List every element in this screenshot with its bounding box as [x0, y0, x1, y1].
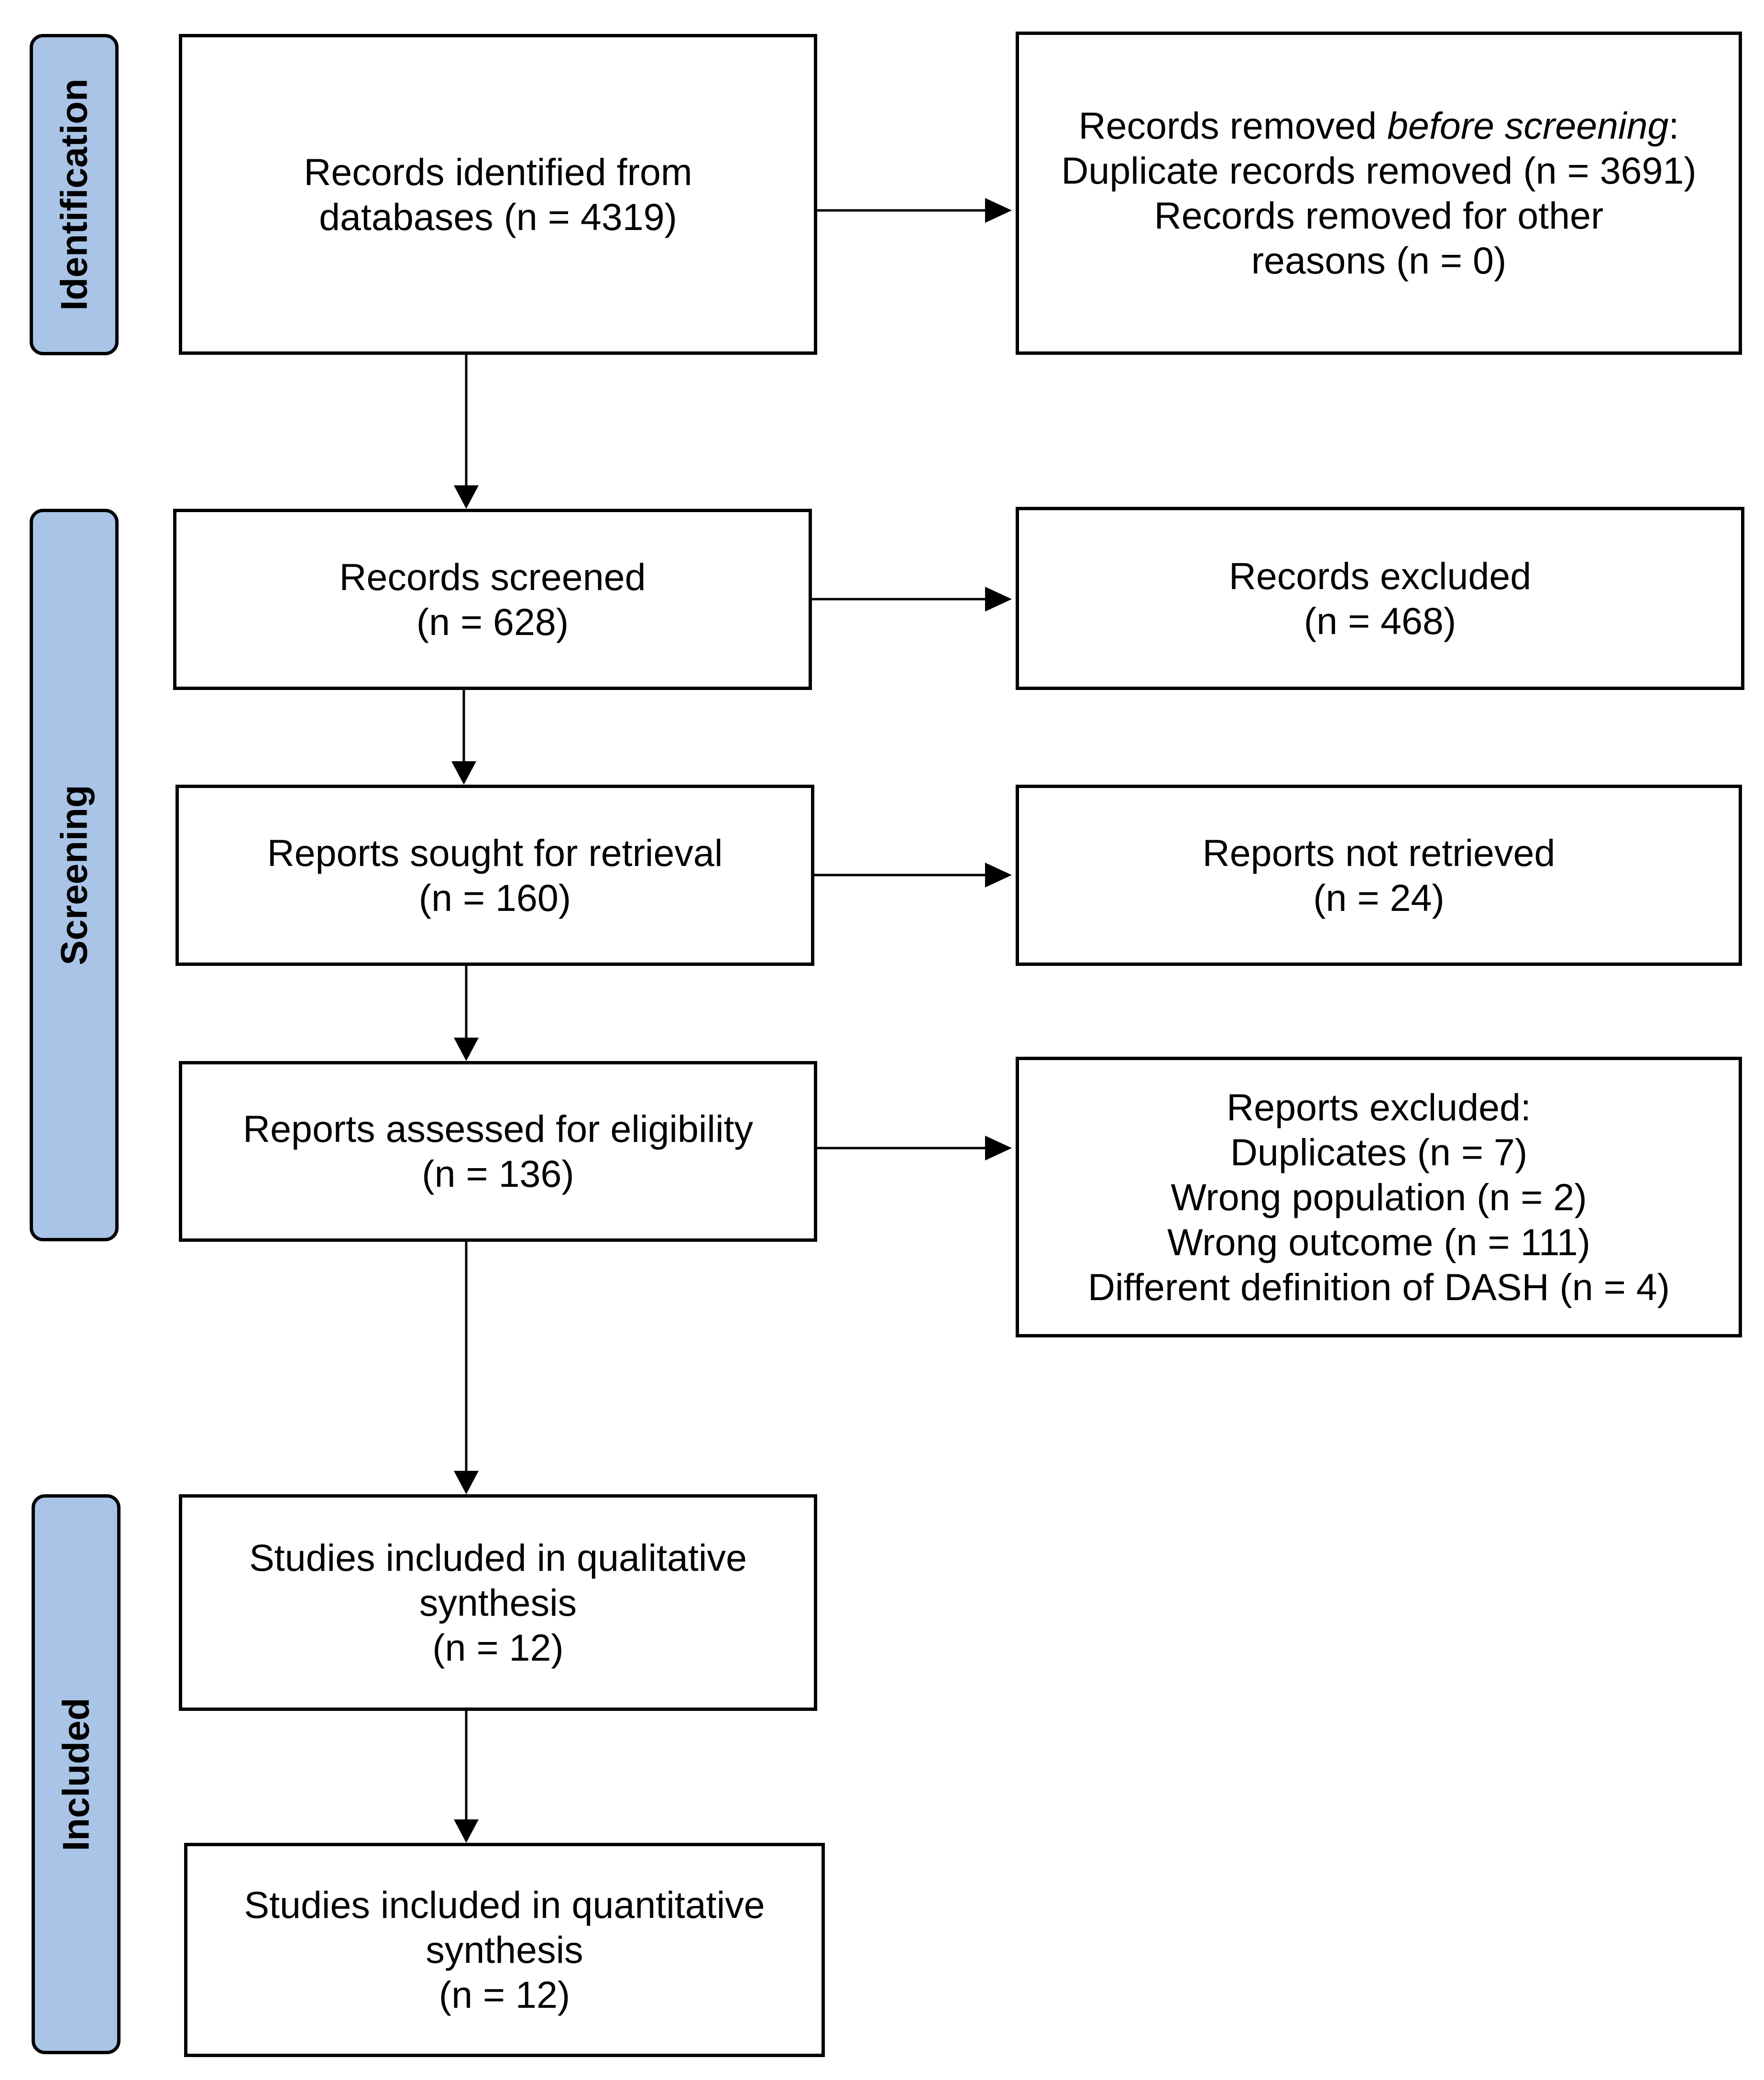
reports-excluded-heading: Reports excluded:	[1227, 1085, 1531, 1128]
arrow-identified-to-screened	[454, 354, 479, 509]
phase-identification: Identification	[30, 34, 119, 355]
arrow-sought-to-not-retrieved	[811, 863, 1012, 887]
records-identified-box: Records identified from databases (n = 4…	[179, 34, 817, 355]
phase-screening-label: Screening	[53, 785, 95, 965]
quantitative-synthesis-count: (n = 12)	[438, 1973, 570, 2016]
records-screened-box: Records screened (n = 628)	[173, 509, 812, 690]
records-excluded-count: (n = 468)	[1304, 599, 1457, 642]
phase-included: Included	[32, 1494, 121, 2054]
records-removed-other-line1: Records removed for other	[1154, 194, 1604, 237]
reports-sought-count: (n = 160)	[418, 876, 571, 919]
reports-excluded-wrong-outcome: Wrong outcome (n = 111)	[1167, 1220, 1590, 1263]
qualitative-synthesis-line1: Studies included in qualitative	[249, 1536, 747, 1579]
phase-included-label: Included	[55, 1697, 97, 1851]
records-removed-box: Records removed before screening: Duplic…	[1016, 32, 1742, 355]
records-excluded-label: Records excluded	[1228, 554, 1532, 597]
reports-excluded-different-definition: Different definition of DASH (n = 4)	[1087, 1265, 1670, 1308]
quantitative-synthesis-box: Studies included in quantitative synthes…	[184, 1843, 825, 2057]
reports-sought-box: Reports sought for retrieval (n = 160)	[175, 785, 814, 966]
records-removed-heading-emphasis: before screening	[1387, 104, 1669, 147]
records-removed-other-line2: reasons (n = 0)	[1251, 239, 1507, 282]
records-screened-label: Records screened	[339, 555, 646, 598]
reports-excluded-duplicates: Duplicates (n = 7)	[1230, 1130, 1528, 1173]
records-screened-count: (n = 628)	[416, 600, 569, 643]
quantitative-synthesis-line1: Studies included in quantitative	[244, 1883, 765, 1926]
qualitative-synthesis-line2: synthesis	[419, 1581, 577, 1624]
reports-excluded-wrong-population: Wrong population (n = 2)	[1171, 1175, 1587, 1218]
quantitative-synthesis-line2: synthesis	[426, 1928, 583, 1971]
reports-assessed-label: Reports assessed for eligibility	[243, 1107, 753, 1150]
records-removed-heading-suffix: :	[1668, 104, 1679, 147]
records-identified-line1: Records identified from	[304, 150, 692, 193]
arrow-sought-to-assessed	[454, 963, 479, 1061]
arrow-identified-to-removed	[814, 198, 1012, 223]
arrow-screened-to-sought	[451, 687, 476, 785]
phase-screening: Screening	[30, 509, 119, 1241]
reports-assessed-count: (n = 136)	[422, 1152, 574, 1195]
qualitative-synthesis-box: Studies included in qualitative synthesi…	[179, 1494, 817, 1711]
phase-identification-label: Identification	[53, 78, 95, 311]
arrow-screened-to-excluded	[809, 587, 1012, 612]
arrow-assessed-to-excluded	[814, 1136, 1012, 1160]
qualitative-synthesis-count: (n = 12)	[432, 1626, 564, 1669]
arrow-qualitative-to-quantitative	[454, 1708, 479, 1843]
records-removed-heading: Records removed before screening:	[1061, 103, 1696, 148]
reports-excluded-box: Reports excluded: Duplicates (n = 7) Wro…	[1016, 1057, 1742, 1337]
reports-not-retrieved-label: Reports not retrieved	[1202, 831, 1556, 874]
reports-assessed-box: Reports assessed for eligibility (n = 13…	[179, 1061, 817, 1242]
records-identified-line2: databases (n = 4319)	[319, 195, 677, 238]
records-excluded-box: Records excluded (n = 468)	[1016, 507, 1744, 690]
records-removed-heading-prefix: Records removed	[1078, 104, 1387, 147]
records-removed-duplicates: Duplicate records removed (n = 3691)	[1061, 149, 1697, 192]
reports-not-retrieved-box: Reports not retrieved (n = 24)	[1016, 785, 1742, 966]
reports-sought-label: Reports sought for retrieval	[267, 831, 723, 874]
arrow-assessed-to-qualitative	[454, 1239, 479, 1494]
reports-not-retrieved-count: (n = 24)	[1313, 876, 1445, 919]
